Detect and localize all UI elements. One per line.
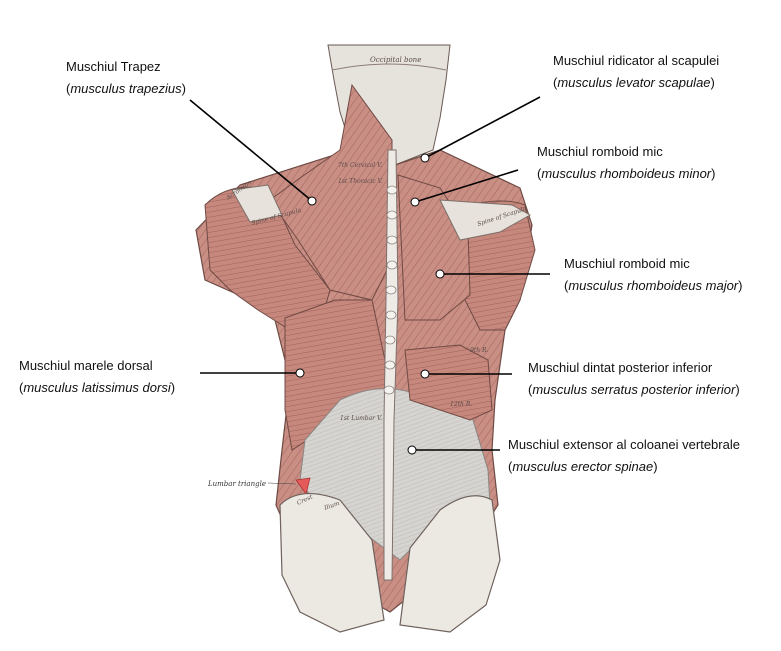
label-erector: Muschiul extensor al coloanei vertebrale… [508, 434, 740, 478]
label-erector-name: Muschiul extensor al coloanei vertebrale [508, 434, 740, 456]
label-rhomboid-major-latin: musculus rhomboideus major [568, 278, 738, 293]
lumbar-text: 1st Lumbar V. [340, 415, 382, 422]
label-latissimus: Muschiul marele dorsal (musculus latissi… [19, 355, 175, 399]
label-rhomboid-minor-latin: musculus rhomboideus minor [541, 166, 711, 181]
rib9-text: 9th R. [470, 347, 489, 354]
label-latissimus-latin: musculus latissimus dorsi [23, 380, 170, 395]
label-latissimus-name: Muschiul marele dorsal [19, 355, 175, 377]
cervical-text: 7th Cervical V. [338, 162, 382, 169]
label-serratus-latin: musculus serratus posterior inferior [532, 382, 735, 397]
label-serratus: Muschiul dintat posterior inferior (musc… [528, 357, 740, 401]
label-rhomboid-major-name: Muschiul romboid mic [564, 253, 742, 275]
label-levator: Muschiul ridicator al scapulei (musculus… [553, 50, 719, 94]
label-levator-name: Muschiul ridicator al scapulei [553, 50, 719, 72]
lumbar-triangle-text: Lumbar triangle [207, 480, 266, 488]
thoracic-text: 1st Thoracic V. [338, 178, 383, 185]
label-trapezius: Muschiul Trapez (musculus trapezius) [66, 56, 186, 100]
label-erector-latin: musculus erector spinae [512, 459, 653, 474]
label-serratus-name: Muschiul dintat posterior inferior [528, 357, 740, 379]
label-rhomboid-major: Muschiul romboid mic (musculus rhomboide… [564, 253, 742, 297]
label-trapezius-latin: musculus trapezius [70, 81, 181, 96]
label-rhomboid-minor: Muschiul romboid mic (musculus rhomboide… [537, 141, 715, 185]
label-trapezius-name: Muschiul Trapez [66, 56, 186, 78]
rib12-text: 12th R. [450, 401, 472, 408]
occipital-bone-text: Occipital bone [370, 56, 421, 64]
label-rhomboid-minor-name: Muschiul romboid mic [537, 141, 715, 163]
label-levator-latin: musculus levator scapulae [557, 75, 710, 90]
